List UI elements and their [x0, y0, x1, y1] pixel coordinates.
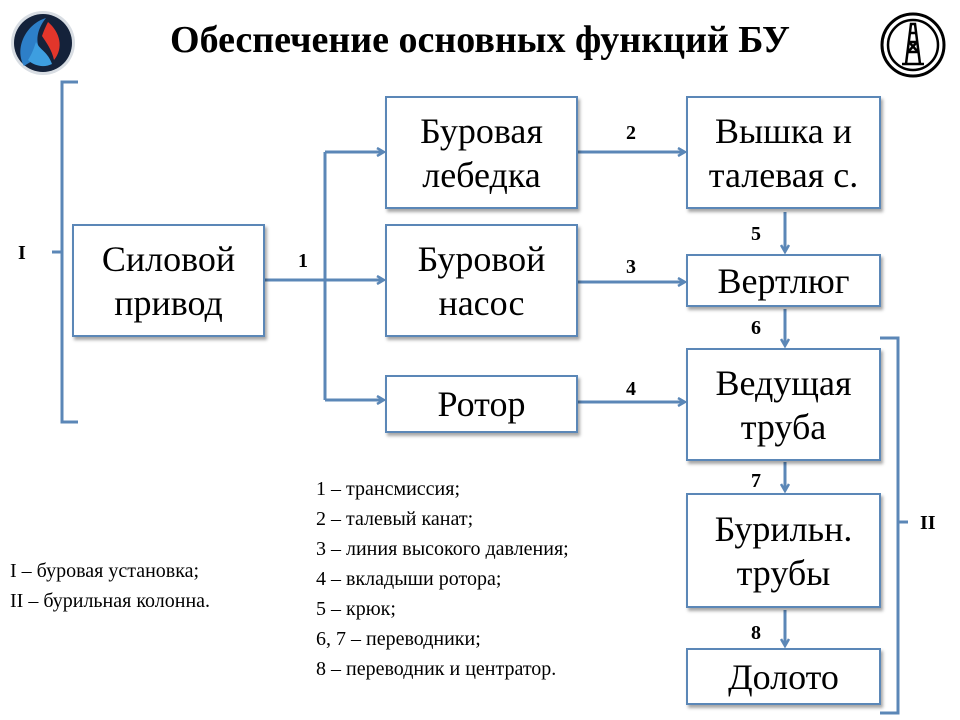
connector-legend: 1 – трансмиссия; 2 – талевый канат; 3 – …	[316, 474, 569, 684]
connector-label-8: 8	[751, 622, 761, 644]
connector-label-1: 1	[298, 250, 308, 272]
legend-item: I – буровая установка;	[10, 560, 200, 582]
connector-label-7: 7	[751, 470, 761, 492]
legend-item: 4 – вкладыши ротора;	[316, 568, 502, 590]
power-drive-box: Силовой привод	[72, 224, 265, 337]
kelly-box: Ведущая труба	[686, 348, 881, 461]
drill-pipes-box: Бурильн. трубы	[686, 493, 881, 608]
connector-label-5: 5	[751, 223, 761, 245]
legend-item: II – бурильная колонна.	[10, 590, 211, 612]
group-legend: I – буровая установка; II – бурильная ко…	[10, 556, 210, 616]
connector-label-2: 2	[626, 122, 636, 144]
legend-item: 1 – трансмиссия;	[316, 478, 461, 500]
rotor-label: Ротор	[437, 384, 526, 424]
drawworks-label: Буровая лебедка	[420, 110, 543, 195]
derrick-label: Вышка и талевая с.	[708, 110, 859, 195]
rotor-box: Ротор	[385, 375, 578, 433]
power-drive-label: Силовой привод	[101, 238, 236, 323]
drilling-rig-logo-icon	[880, 12, 946, 83]
mud-pump-label: Буровой насос	[417, 238, 546, 323]
company-logo-icon	[8, 8, 78, 83]
connector-label-3: 3	[626, 256, 636, 278]
derrick-box: Вышка и талевая с.	[686, 96, 881, 209]
bit-box: Долото	[686, 648, 881, 705]
legend-item: 6, 7 – переводники;	[316, 628, 481, 650]
bracket-string	[880, 336, 900, 715]
swivel-label: Вертлюг	[717, 260, 850, 301]
connector-label-4: 4	[626, 378, 636, 400]
connector-label-6: 6	[751, 317, 761, 339]
drill-pipes-label: Бурильн. трубы	[714, 508, 853, 593]
legend-item: 5 – крюк;	[316, 598, 396, 620]
legend-item: 3 – линия высокого давления;	[316, 538, 569, 560]
group-label-string: II	[920, 512, 936, 534]
kelly-label: Ведущая труба	[715, 362, 852, 447]
swivel-box: Вертлюг	[686, 254, 881, 307]
mud-pump-box: Буровой насос	[385, 224, 578, 337]
legend-item: 2 – талевый канат;	[316, 508, 474, 530]
bit-label: Долото	[728, 656, 839, 697]
drawworks-box: Буровая лебедка	[385, 96, 578, 209]
page-title: Обеспечение основных функций БУ	[170, 19, 790, 61]
group-label-rig: I	[18, 242, 26, 264]
legend-item: 8 – переводник и центратор.	[316, 658, 557, 680]
